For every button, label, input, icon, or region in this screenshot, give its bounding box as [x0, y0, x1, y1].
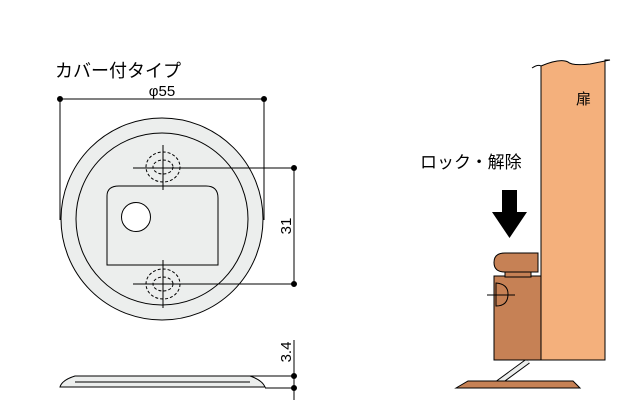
pitch-dimension [291, 165, 297, 287]
title-cover-type: カバー付タイプ [55, 61, 181, 81]
door-label: 扉 [576, 91, 591, 108]
door-stopper-side-view [454, 252, 582, 389]
cover-plate-top-view [60, 117, 294, 321]
base-plate [454, 380, 582, 389]
diameter-dimension [57, 96, 267, 220]
knob [493, 252, 539, 273]
body [493, 275, 542, 361]
pitch-label: 31 [278, 218, 295, 235]
cover-plate-side-view [59, 340, 297, 400]
lock-release-label: ロック・解除 [420, 153, 522, 172]
thickness-label: 3.4 [278, 342, 295, 363]
diameter-label: φ55 [149, 83, 175, 100]
neck [504, 271, 532, 278]
door [531, 59, 611, 361]
key-hole [121, 202, 151, 232]
down-arrow-icon [492, 190, 527, 238]
